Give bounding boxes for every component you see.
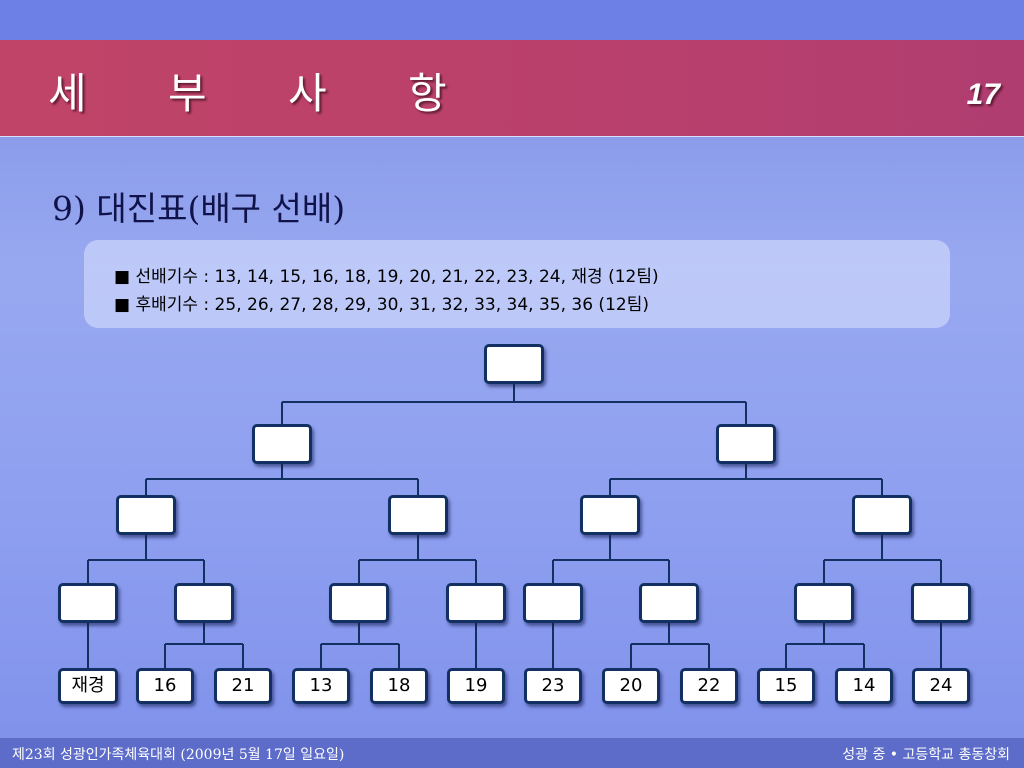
team-box: 18 <box>370 668 428 704</box>
footer-organizer: 성광 중 • 고등학교 총동창회 <box>842 747 1010 763</box>
bracket-box-quarterfinal <box>388 495 448 535</box>
team-box: 20 <box>602 668 660 704</box>
slide-subtitle: 9) 대진표(배구 선배) <box>52 189 346 228</box>
bracket-box-quarterfinal <box>580 495 640 535</box>
bracket-box-round <box>523 583 583 623</box>
bracket-box-round <box>329 583 389 623</box>
team-box: 23 <box>524 668 582 704</box>
team-box: 재경 <box>58 668 118 704</box>
team-box: 22 <box>680 668 738 704</box>
title-bar: 세 부 사 항 17 <box>0 40 1024 137</box>
slide-title: 세 부 사 항 <box>48 69 481 118</box>
team-box: 21 <box>214 668 272 704</box>
bracket-box-final <box>484 344 544 384</box>
footer-bar <box>0 738 1024 768</box>
team-box: 16 <box>136 668 194 704</box>
bracket-box-quarterfinal <box>852 495 912 535</box>
bracket-box-round <box>639 583 699 623</box>
bracket-box-round <box>58 583 118 623</box>
team-box: 15 <box>757 668 815 704</box>
bracket-box-round <box>911 583 971 623</box>
team-box: 14 <box>835 668 893 704</box>
bracket-box-quarterfinal <box>116 495 176 535</box>
info-line-junior: ■ 후배기수 : 25, 26, 27, 28, 29, 30, 31, 32,… <box>114 295 649 315</box>
bracket-box-round <box>174 583 234 623</box>
bracket-box-round <box>446 583 506 623</box>
page-number: 17 <box>966 78 1000 111</box>
info-box: ■ 선배기수 : 13, 14, 15, 16, 18, 19, 20, 21,… <box>84 240 950 328</box>
bracket-box-semifinal <box>716 424 776 464</box>
team-box: 13 <box>292 668 350 704</box>
bracket-box-semifinal <box>252 424 312 464</box>
team-box: 19 <box>447 668 505 704</box>
bracket-box-round <box>794 583 854 623</box>
top-band <box>0 0 1024 40</box>
footer-event: 제23회 성광인가족체육대회 (2009년 5월 17일 일요일) <box>12 747 345 763</box>
info-line-senior: ■ 선배기수 : 13, 14, 15, 16, 18, 19, 20, 21,… <box>114 267 659 287</box>
team-box: 24 <box>912 668 970 704</box>
